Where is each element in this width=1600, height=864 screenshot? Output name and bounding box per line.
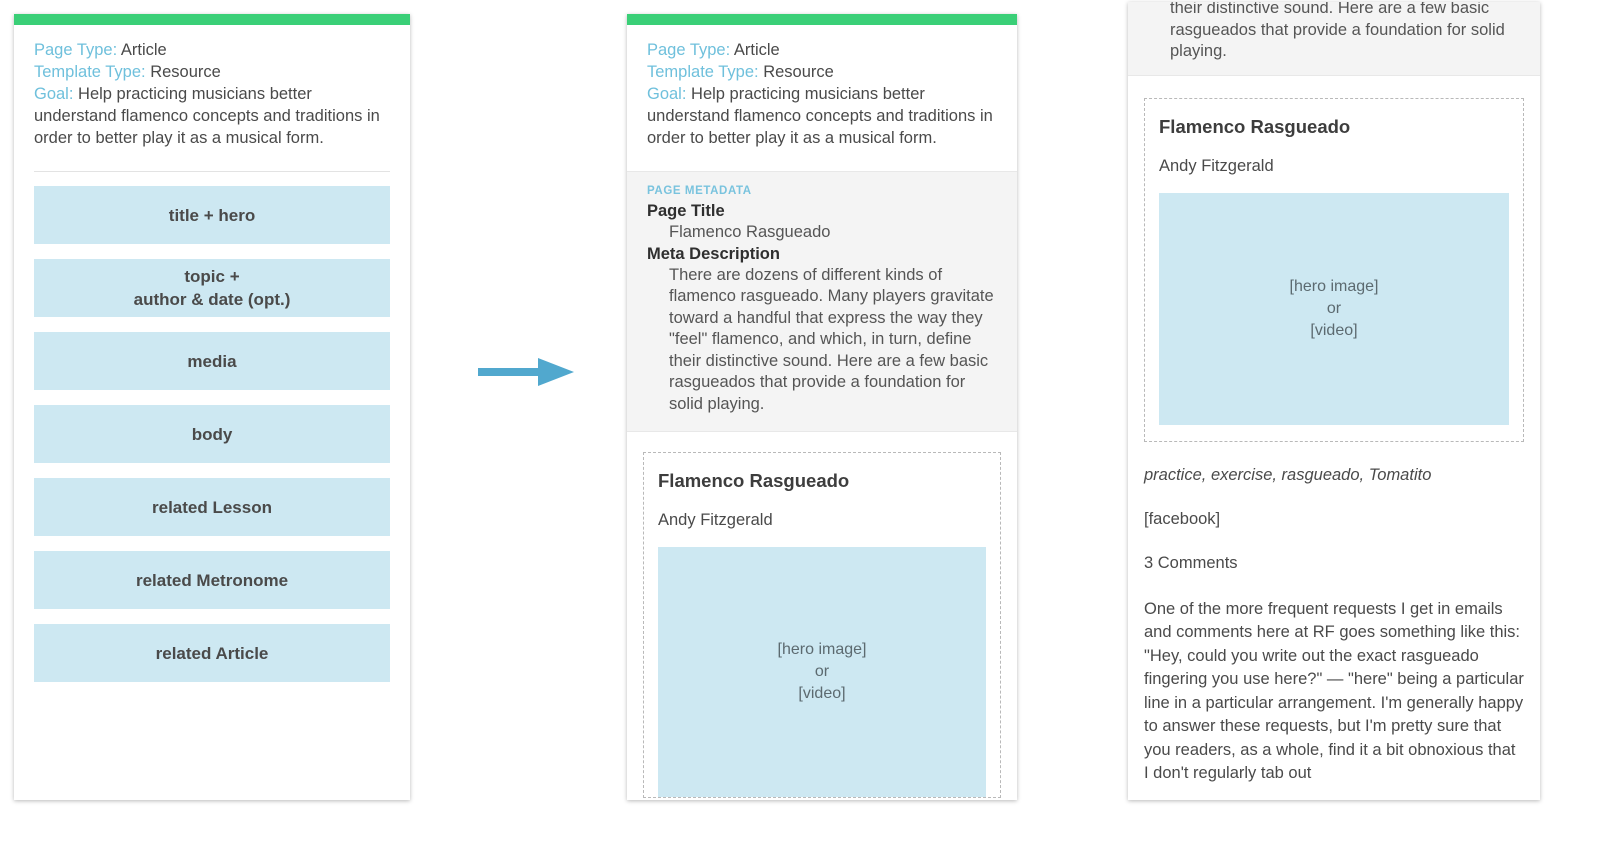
metadata-field-definition: There are dozens of different kinds of f… [669, 265, 994, 413]
wireframe-block-label: related Metronome [135, 570, 289, 590]
goal-value: Help practicing musicians better underst… [647, 85, 993, 147]
flow-arrow [478, 352, 578, 392]
page-type-value: Article [733, 41, 780, 59]
hero-media-placeholder: [hero image] or [video] [658, 547, 986, 797]
wireframe-block[interactable]: related Article [34, 624, 390, 682]
hero-media-label: [hero image] or [video] [1289, 277, 1379, 339]
goal-label: Goal: [34, 85, 74, 103]
wireframe-block-label: related Article [155, 643, 269, 663]
article-tags: practice, exercise, rasgueado, Tomatito [1144, 465, 1432, 484]
page-type-value: Article [120, 41, 167, 59]
brief-divider [34, 171, 390, 172]
brief-block: Page Type: Article Template Type: Resour… [14, 25, 410, 157]
metadata-field-term: Page Title [647, 202, 725, 220]
wireframe-block[interactable]: topic + author & date (opt.) [34, 259, 390, 317]
brief-row-template-type: Template Type: Resource [647, 61, 997, 83]
article-meta-and-body: practice, exercise, rasgueado, Tomatito … [1128, 464, 1540, 786]
metadata-field-term: Meta Description [647, 244, 780, 263]
brief-row-goal: Goal: Help practicing musicians better u… [34, 83, 390, 149]
article-body-text: One of the more frequent requests I get … [1144, 599, 1524, 783]
brief-row-page-type: Page Type: Article [647, 39, 997, 61]
panel-accent-bar [14, 14, 410, 25]
wireframe-block-label: topic + author & date (opt.) [133, 267, 291, 309]
wireframe-article-author: Andy Fitzgerald [658, 511, 773, 529]
template-type-value: Resource [150, 63, 221, 81]
clipped-metadata-tail: their distinctive sound. Here are a few … [1128, 2, 1540, 76]
panel-accent-bar [627, 14, 1017, 25]
template-type-value: Resource [763, 63, 834, 81]
page-type-label: Page Type: [647, 41, 731, 59]
brief-block: Page Type: Article Template Type: Resour… [627, 25, 1017, 157]
template-type-label: Template Type: [34, 63, 146, 81]
hero-media-placeholder: [hero image] or [video] [1159, 192, 1509, 425]
metadata-field-definition: Flamenco Rasgueado [669, 223, 831, 241]
brief-row-template-type: Template Type: Resource [34, 61, 390, 83]
wireframe-article-title: Flamenco Rasgueado [1159, 115, 1351, 137]
wireframe-block[interactable]: title + hero [34, 186, 390, 244]
goal-label: Goal: [647, 85, 687, 103]
wireframe-block[interactable]: related Lesson [34, 478, 390, 536]
goal-value: Help practicing musicians better underst… [34, 85, 380, 147]
wireframe-block-label: title + hero [168, 205, 256, 225]
panel-wireframe-blocks: Page Type: Article Template Type: Resour… [14, 14, 410, 800]
wireframe-article-title: Flamenco Rasgueado [658, 470, 850, 491]
wireframe-block[interactable]: body [34, 405, 390, 463]
wireframe-block-label: media [187, 351, 237, 371]
page-type-label: Page Type: [34, 41, 118, 59]
panel-page-metadata: Page Type: Article Template Type: Resour… [627, 14, 1017, 800]
wireframe-article-author: Andy Fitzgerald [1159, 156, 1274, 175]
wireframe-block-label: related Lesson [152, 497, 272, 517]
hero-media-label: [hero image] or [video] [777, 641, 867, 702]
wireframe-block[interactable]: media [34, 332, 390, 390]
panel-article-detail: their distinctive sound. Here are a few … [1128, 2, 1540, 800]
page-metadata-kicker: PAGE METADATA [647, 185, 752, 197]
clipped-metadata-text: their distinctive sound. Here are a few … [1170, 2, 1505, 60]
wireframe-block[interactable]: related Metronome [34, 551, 390, 609]
wireframe-block-label: body [191, 424, 233, 444]
arrow-right-icon [478, 358, 574, 386]
wireframe-block-stack: title + hero topic + author & date (opt.)… [14, 172, 410, 702]
brief-row-page-type: Page Type: Article [34, 39, 390, 61]
wireframe-article-region: Flamenco Rasgueado Andy Fitzgerald [hero… [1144, 97, 1524, 442]
comments-count[interactable]: 3 Comments [1144, 553, 1238, 572]
share-placeholder: [facebook] [1144, 509, 1221, 528]
wireframe-article-region: Flamenco Rasgueado Andy Fitzgerald [hero… [643, 452, 1001, 798]
brief-row-goal: Goal: Help practicing musicians better u… [647, 83, 997, 149]
template-type-label: Template Type: [647, 63, 759, 81]
